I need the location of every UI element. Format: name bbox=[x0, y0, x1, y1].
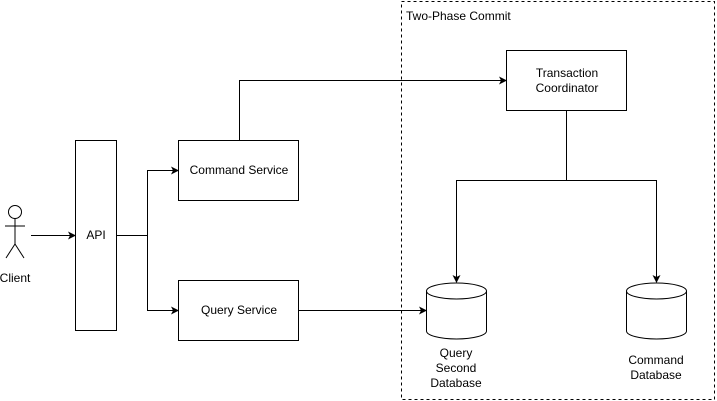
query-database-label-line-2: Second bbox=[435, 361, 477, 375]
command-database-label-line-2: Database bbox=[630, 368, 682, 382]
coordinator-label-line-1: Transaction bbox=[535, 65, 599, 80]
command-database-cylinder bbox=[626, 282, 687, 340]
query-service-box bbox=[178, 280, 299, 341]
client-actor-icon bbox=[5, 205, 25, 259]
command-database-label-line-1: Command bbox=[628, 353, 684, 367]
two-phase-commit-frame bbox=[401, 1, 715, 400]
query-service-label: Query Service bbox=[200, 303, 278, 317]
api-label: API bbox=[86, 227, 106, 242]
query-database-label-line-1: Query bbox=[439, 346, 473, 360]
client-label: Client bbox=[0, 271, 31, 285]
query-database-label-line-3: Database bbox=[430, 376, 482, 390]
coordinator-label-line-2: Coordinator bbox=[535, 80, 599, 95]
command-database-label: Command Database bbox=[611, 353, 701, 383]
frame-title: Two-Phase Commit bbox=[406, 9, 511, 23]
command-service-box bbox=[178, 140, 299, 201]
query-database-label: Query Second Database bbox=[411, 346, 501, 391]
transaction-coordinator-label: Transaction Coordinator bbox=[507, 51, 627, 110]
command-service-to-coordinator-arrow bbox=[239, 76, 507, 141]
api-to-query-service-arrow bbox=[147, 235, 179, 315]
transaction-coordinator-box bbox=[506, 50, 627, 111]
command-service-label: Command Service bbox=[189, 163, 289, 177]
coordinator-to-command-database-arrow bbox=[566, 180, 661, 283]
api-to-command-service-arrow bbox=[116, 166, 179, 236]
query-database-cylinder bbox=[426, 282, 487, 340]
coordinator-to-query-database-arrow bbox=[452, 110, 567, 283]
